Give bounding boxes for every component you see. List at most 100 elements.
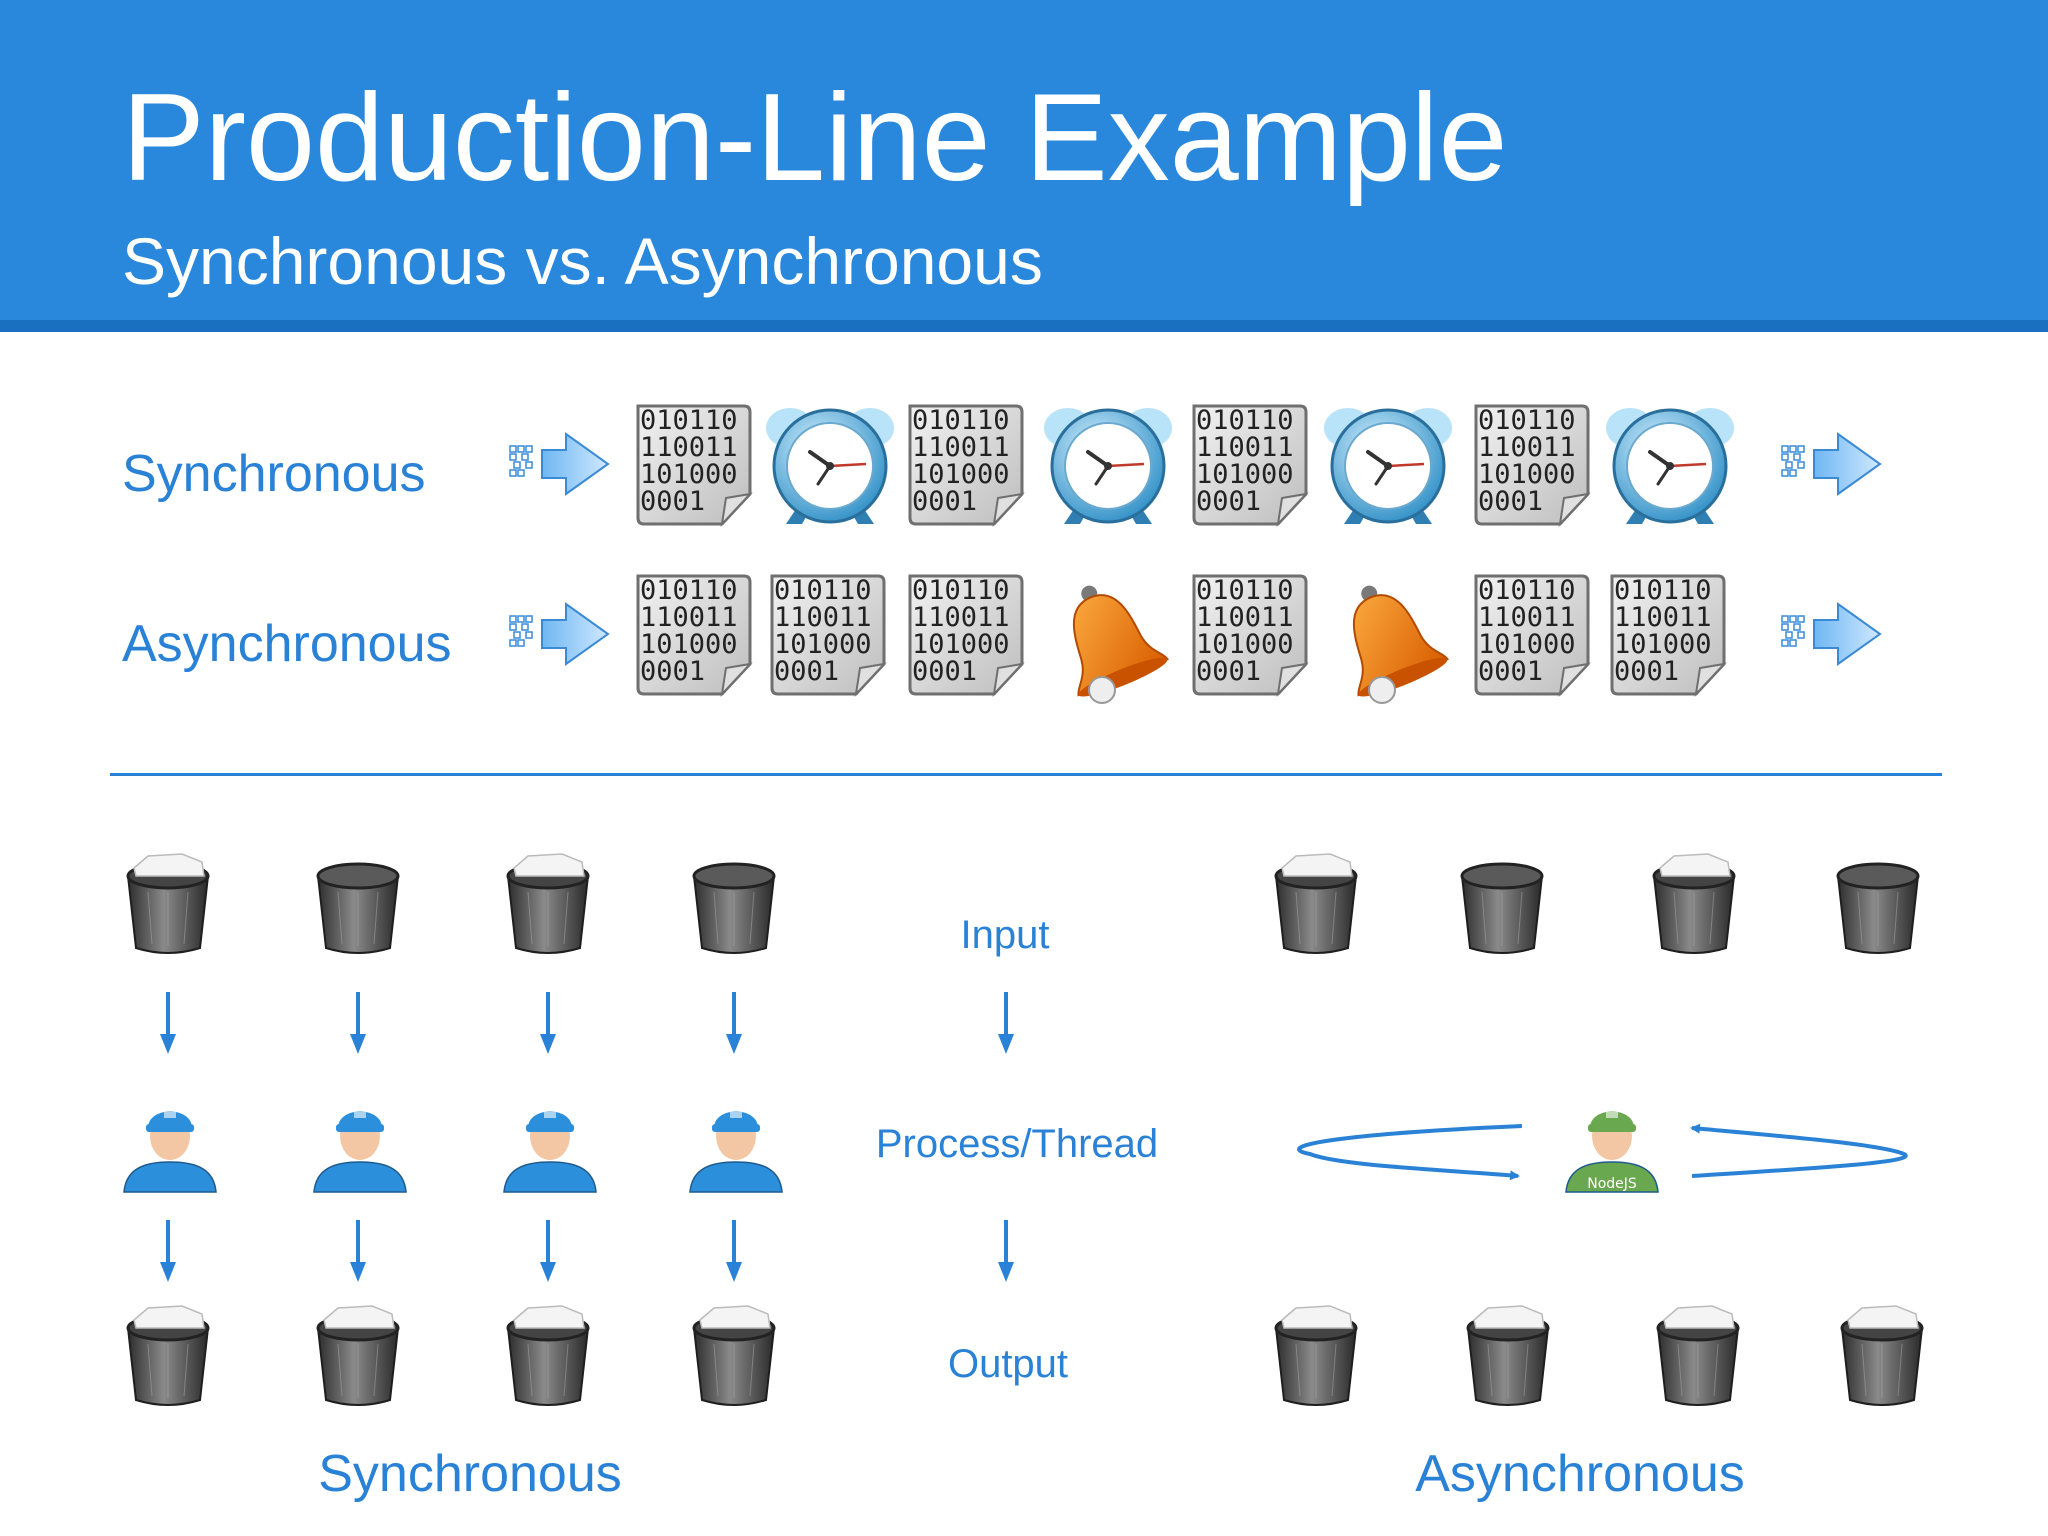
svg-text:101000: 101000 [640,459,738,490]
svg-text:101000: 101000 [774,629,872,660]
svg-text:110011: 110011 [912,432,1010,463]
svg-text:110011: 110011 [1614,602,1712,633]
down-arrow-icon [350,1220,366,1282]
down-arrow-icon [726,992,742,1054]
alarm-clock-icon [1044,408,1172,524]
worker-thread-icon [123,1111,217,1193]
output-bin-icon [1466,1305,1550,1406]
stage-output-label: Output [947,1342,1069,1386]
svg-text:0001: 0001 [912,486,977,517]
svg-text:101000: 101000 [1478,629,1576,660]
output-bin-icon [1274,1305,1358,1406]
svg-text:010110: 010110 [1478,405,1576,436]
svg-text:101000: 101000 [1614,629,1712,660]
down-arrow-icon [350,992,366,1054]
svg-text:0001: 0001 [640,656,705,687]
down-arrow-icon [160,1220,176,1282]
alarm-clock-icon [766,408,894,524]
output-bin-icon [506,1305,590,1406]
down-arrow-icon [540,992,556,1054]
alarm-clock-icon [1606,408,1734,524]
input-bin-icon [506,853,590,954]
slide-title: Production-Line Example [122,69,1508,207]
slide-header: Production-Line Example Synchronous vs. … [0,0,2048,332]
slide-subtitle: Synchronous vs. Asynchronous [122,224,1043,298]
svg-text:101000: 101000 [1196,629,1294,660]
worker-thread-icon [313,1111,407,1193]
loop-arrow-left [1297,1124,1523,1181]
down-arrow-icon [998,1220,1014,1282]
svg-text:110011: 110011 [1196,602,1294,633]
down-arrow-icon [540,1220,556,1282]
svg-text:101000: 101000 [1196,459,1294,490]
svg-text:010110: 010110 [1196,575,1294,606]
svg-text:0001: 0001 [912,656,977,687]
worker-thread-icon [503,1111,597,1193]
svg-text:0001: 0001 [1478,486,1543,517]
input-bin-icon [692,862,776,954]
stage-process-label: Process/Thread [875,1122,1159,1166]
svg-text:010110: 010110 [1614,575,1712,606]
svg-text:010110: 010110 [1478,575,1576,606]
flow-in-arrow-icon [509,602,610,666]
svg-text:101000: 101000 [640,629,738,660]
svg-text:101000: 101000 [1478,459,1576,490]
svg-text:010110: 010110 [774,575,872,606]
svg-text:010110: 010110 [912,405,1010,436]
notification-bell-icon [1352,585,1450,704]
timeline-sync-label: Synchronous [122,445,426,503]
svg-text:110011: 110011 [640,432,738,463]
svg-text:110011: 110011 [640,602,738,633]
svg-text:0001: 0001 [1614,656,1679,687]
async-group-label: Asynchronous [1415,1445,1745,1503]
svg-text:0001: 0001 [1196,656,1261,687]
input-bin-icon [1460,862,1544,954]
down-arrow-icon [726,1220,742,1282]
nodejs-worker-icon: NodeJS [1565,1111,1659,1193]
flow-out-arrow-icon [1781,432,1882,496]
svg-text:101000: 101000 [912,459,1010,490]
svg-text:010110: 010110 [1196,405,1294,436]
svg-text:110011: 110011 [1478,432,1576,463]
stage-input-label: Input [960,913,1050,957]
sync-group-label: Synchronous [318,1445,622,1503]
svg-text:010110: 010110 [640,575,738,606]
svg-text:110011: 110011 [912,602,1010,633]
output-bin-icon [692,1305,776,1406]
svg-text:0001: 0001 [1478,656,1543,687]
svg-text:010110: 010110 [640,405,738,436]
alarm-clock-icon [1324,408,1452,524]
section-divider [110,773,1942,776]
svg-text:0001: 0001 [1196,486,1261,517]
flow-in-arrow-icon [509,432,610,496]
down-arrow-icon [160,992,176,1054]
down-arrow-icon [998,992,1014,1054]
output-bin-icon [1840,1305,1924,1406]
svg-text:010110: 010110 [912,575,1010,606]
svg-text:0001: 0001 [640,486,705,517]
loop-arrow-right [1690,1123,1908,1178]
input-bin-icon [1836,862,1920,954]
input-bin-icon [316,862,400,954]
input-bin-icon [126,853,210,954]
svg-text:110011: 110011 [1196,432,1294,463]
svg-text:110011: 110011 [774,602,872,633]
timeline-async-label: Asynchronous [122,615,452,673]
output-bin-icon [1656,1305,1740,1406]
svg-text:110011: 110011 [1478,602,1576,633]
output-bin-icon [316,1305,400,1406]
flow-out-arrow-icon [1781,602,1882,666]
svg-text:0001: 0001 [774,656,839,687]
async-event-loop-arrows [1297,1123,1908,1181]
svg-text:NodeJS: NodeJS [1587,1176,1637,1192]
input-bin-icon [1274,853,1358,954]
